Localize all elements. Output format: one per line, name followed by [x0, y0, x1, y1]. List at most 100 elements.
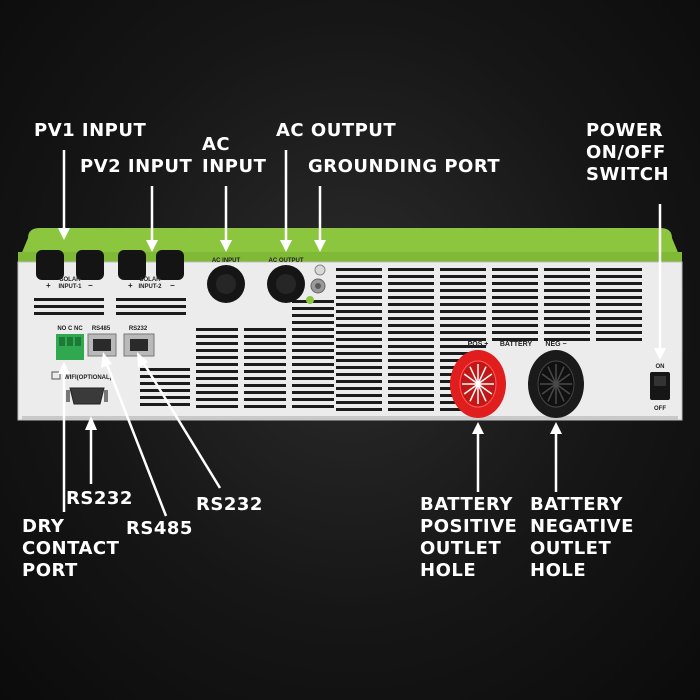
vent-slot	[116, 312, 186, 315]
vent-slot	[544, 268, 590, 271]
vent-slot	[336, 289, 382, 292]
grommet-slit	[541, 373, 557, 385]
vent-slot	[196, 377, 238, 380]
wifi-icon	[51, 371, 61, 380]
vent-slot	[336, 303, 382, 306]
vent-slot	[244, 349, 286, 352]
vent-slot	[336, 317, 382, 320]
vent-slot	[244, 363, 286, 366]
vent-slot	[440, 268, 486, 271]
battery-negative-callout: BATTERY NEGATIVE OUTLET HOLE	[530, 494, 634, 581]
vent-slot	[544, 275, 590, 278]
no-c-nc-label: NO C NC	[57, 326, 83, 332]
vent-slot	[440, 324, 486, 327]
rs232-rj45-leader	[141, 361, 222, 489]
vent-slot	[244, 370, 286, 373]
vent-slot	[388, 387, 434, 390]
grommet-slit	[547, 383, 557, 402]
svg-text:+: +	[46, 281, 51, 290]
grommet-slit	[477, 373, 493, 385]
pv2-negative-gland	[156, 250, 184, 280]
ac-input-panel-label: AC INPUT	[212, 258, 241, 264]
switch-on-label: ON	[656, 364, 665, 370]
vent-slot	[388, 282, 434, 285]
grommet-slit	[555, 383, 565, 402]
vent-slot	[388, 324, 434, 327]
vent-slot	[292, 335, 334, 338]
svg-text:INPUT-2: INPUT-2	[138, 284, 162, 290]
vent-slot	[388, 345, 434, 348]
vent-slot	[388, 310, 434, 313]
vent-slot	[196, 342, 238, 345]
vent-slot	[336, 282, 382, 285]
vent-slot	[544, 289, 590, 292]
vent-slot	[492, 289, 538, 292]
rs485-panel-label: RS485	[92, 326, 111, 332]
solar-input-2-label: SOLAR	[140, 277, 162, 283]
grommet-slit	[477, 383, 493, 395]
vent-slot	[440, 331, 486, 334]
rs232-db9-port	[69, 387, 105, 405]
vent-slot	[336, 380, 382, 383]
vent-slot	[292, 356, 334, 359]
pv1-positive-gland	[36, 250, 64, 280]
vent-slot	[244, 391, 286, 394]
vent-slot	[336, 345, 382, 348]
vent-slot	[492, 296, 538, 299]
vent-slot	[440, 345, 486, 348]
vent-slot	[596, 282, 642, 285]
vent-slot	[440, 338, 486, 341]
pv2-input-callout: PV2 INPUT	[80, 156, 193, 177]
pv2-positive-gland	[118, 250, 146, 280]
vent-slot	[336, 401, 382, 404]
grommet-slit	[555, 383, 571, 395]
vent-slot	[292, 342, 334, 345]
vent-slot	[440, 282, 486, 285]
vent-slot	[544, 296, 590, 299]
vent-slot	[596, 289, 642, 292]
vent-slot	[196, 391, 238, 394]
vent-slot	[596, 331, 642, 334]
vent-slot	[596, 317, 642, 320]
grommet-slit	[469, 383, 479, 402]
vent-slot	[196, 384, 238, 387]
battery-terminals: POS + BATTERY NEG −	[450, 341, 584, 418]
vent-slot	[544, 324, 590, 327]
vent-slot	[544, 303, 590, 306]
vent-slot	[336, 268, 382, 271]
vent-slot	[596, 275, 642, 278]
vent-slot	[440, 296, 486, 299]
vent-slot	[492, 338, 538, 341]
svg-text:−: −	[88, 281, 93, 290]
battery-positive-callout: BATTERY POSITIVE OUTLET HOLE	[420, 494, 518, 581]
vent-slot	[196, 335, 238, 338]
switch-off-label: OFF	[654, 406, 666, 412]
vent-slot	[116, 298, 186, 301]
power-switch[interactable]: ON OFF	[650, 364, 670, 412]
vent-slot	[336, 310, 382, 313]
vent-slot	[596, 296, 642, 299]
vent-slot	[140, 375, 190, 378]
vent-slot	[388, 275, 434, 278]
vent-slot	[292, 370, 334, 373]
vent-slot	[388, 380, 434, 383]
grommet-slit	[463, 373, 479, 385]
vent-slot	[196, 349, 238, 352]
vent-slot	[140, 403, 190, 406]
wifi-label: WIFI(OPTIONAL)	[64, 375, 112, 381]
vent-slot	[336, 408, 382, 411]
vent-slot	[336, 359, 382, 362]
vent-slot	[292, 314, 334, 317]
vent-slot	[492, 303, 538, 306]
vent-slot	[336, 331, 382, 334]
vent-slot	[388, 331, 434, 334]
vent-slot	[292, 321, 334, 324]
rs485-callout: RS485	[126, 518, 193, 539]
leader-lines	[58, 150, 666, 517]
vent-slot	[596, 324, 642, 327]
vent-slot	[244, 405, 286, 408]
pv1-input-callout: PV1 INPUT	[34, 120, 147, 141]
vent-slot	[388, 373, 434, 376]
vent-slot	[292, 405, 334, 408]
pos-label: POS +	[468, 341, 489, 348]
